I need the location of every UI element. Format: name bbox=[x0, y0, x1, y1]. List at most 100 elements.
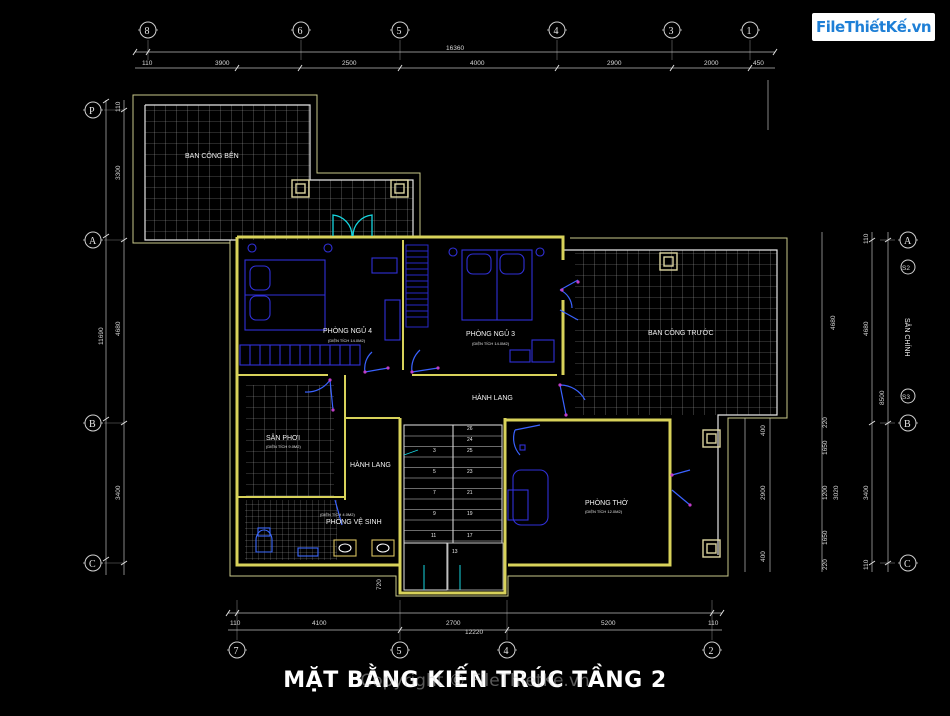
bedroom-3-furniture bbox=[448, 247, 555, 363]
level-tag: S2 bbox=[902, 265, 910, 272]
axis-label-top: 6 bbox=[298, 26, 303, 37]
front-balcony-floor bbox=[575, 250, 777, 415]
dim-bottom-seg: 110 bbox=[230, 620, 241, 627]
axis-label-bottom: 5 bbox=[397, 646, 402, 657]
axis-label-left: B bbox=[89, 419, 96, 430]
dim-left-overall: 11690 bbox=[98, 327, 105, 345]
label-san-phoi-area: (DIỆN TÍCH 9.0M2) bbox=[266, 444, 301, 449]
dim-top-overall: 16360 bbox=[446, 45, 464, 52]
dim-right-small: 3020 bbox=[833, 485, 840, 500]
axis-labels: 8 6 5 4 3 1 7 5 4 2 P A B C A B C S2 S3 bbox=[89, 26, 912, 657]
axis-label-top: 8 bbox=[145, 26, 150, 37]
columns bbox=[291, 179, 721, 558]
stair-step-number: 17 bbox=[467, 533, 473, 539]
axis-label-bottom: 7 bbox=[234, 646, 239, 657]
dim-right-seg: 3400 bbox=[863, 485, 870, 500]
axis-label-right: B bbox=[904, 419, 911, 430]
dim-right-overall: 8500 bbox=[879, 390, 886, 405]
stair-step-number: 7 bbox=[433, 490, 436, 496]
stair-step-number: 26 bbox=[467, 426, 473, 432]
dim-right-inner: 4680 bbox=[830, 315, 837, 330]
label-ban-cong-ben: BAN CÔNG BÊN bbox=[185, 151, 239, 160]
balcony-borders bbox=[144, 104, 778, 555]
dim-left-seg: 4680 bbox=[115, 321, 122, 336]
label-hanh-lang-left: HÀNH LANG bbox=[350, 460, 391, 469]
bathroom-fixtures bbox=[255, 527, 395, 557]
drying-yard-floor bbox=[246, 385, 334, 497]
door-markers bbox=[328, 280, 692, 507]
dim-right-seg: 110 bbox=[863, 233, 870, 244]
axis-label-left: A bbox=[89, 236, 97, 247]
altar-furniture bbox=[507, 444, 549, 526]
dim-right-inner: 2900 bbox=[760, 485, 767, 500]
axis-label-bottom: 4 bbox=[504, 646, 509, 657]
axis-label-top: 4 bbox=[554, 26, 559, 37]
stair-step-number: 9 bbox=[433, 511, 436, 517]
dim-small: 720 bbox=[376, 579, 383, 590]
room-labels: BAN CÔNG BÊN PHÒNG NGỦ 4 (DIỆN TÍCH 14.0… bbox=[185, 151, 912, 526]
label-phong-ngu-4-area: (DIỆN TÍCH 14.0M2) bbox=[328, 338, 366, 343]
brand-logo-text: FileThiếtKế.vn bbox=[816, 18, 932, 36]
dim-top-seg: 450 bbox=[753, 60, 764, 67]
stair-step-number: 13 bbox=[452, 549, 458, 555]
axis-label-right: A bbox=[904, 236, 912, 247]
label-phong-ngu-4: PHÒNG NGỦ 4 bbox=[323, 326, 372, 335]
label-phong-tho: PHÒNG THỜ bbox=[585, 498, 628, 507]
stair-step-number: 21 bbox=[467, 490, 473, 496]
axis-label-top: 3 bbox=[669, 26, 674, 37]
dim-top-seg: 2000 bbox=[704, 60, 719, 67]
stair-step-number: 25 bbox=[467, 448, 473, 454]
dimension-ticks bbox=[102, 48, 892, 634]
dim-bottom-seg: 4100 bbox=[312, 620, 327, 627]
copyright-watermark: Copyright © FileThietKe.vn bbox=[360, 671, 590, 691]
axis-bubble-ticks bbox=[83, 29, 918, 651]
axis-label-left: C bbox=[89, 559, 96, 570]
label-phong-ngu-3-area: (DIỆN TÍCH 14.0M2) bbox=[472, 341, 510, 346]
label-san-chinh: SÂN CHÍNH bbox=[903, 318, 912, 357]
brand-logo: FileThiếtKế.vn bbox=[812, 13, 936, 41]
axis-label-right: C bbox=[904, 559, 911, 570]
exterior-walls bbox=[235, 235, 672, 595]
dim-top-seg: 4000 bbox=[470, 60, 485, 67]
axis-label-left: P bbox=[89, 106, 95, 117]
label-san-phoi: SÂN PHƠI bbox=[266, 433, 300, 442]
dim-left-seg: 110 bbox=[115, 101, 122, 112]
dim-right-seg: 110 bbox=[863, 559, 870, 570]
label-ban-cong-truoc: BAN CÔNG TRƯỚC bbox=[648, 328, 714, 337]
stair-step-number: 11 bbox=[431, 533, 436, 539]
stair-step-number: 3 bbox=[433, 448, 436, 454]
label-hanh-lang-top: HÀNH LANG bbox=[472, 393, 513, 402]
doors bbox=[304, 279, 691, 526]
bedroom-4-furniture bbox=[239, 243, 401, 366]
dim-right-small: 220 bbox=[822, 417, 829, 428]
dim-top-seg: 2500 bbox=[342, 60, 357, 67]
stair-step-number: 19 bbox=[467, 511, 473, 517]
dim-bottom-overall: 12220 bbox=[465, 629, 483, 636]
dim-right-seg: 4680 bbox=[863, 321, 870, 336]
dim-top-seg: 3900 bbox=[215, 60, 230, 67]
label-phong-ngu-3: PHÒNG NGỦ 3 bbox=[466, 329, 515, 338]
dim-left-seg: 3300 bbox=[115, 165, 122, 180]
stair-numbers: 3 5 7 9 11 26 24 25 23 21 19 17 13 bbox=[431, 426, 473, 555]
dim-right-inner: 400 bbox=[760, 425, 767, 436]
interior-walls bbox=[237, 240, 557, 500]
axis-label-top: 1 bbox=[747, 26, 752, 37]
dim-bottom-seg: 110 bbox=[708, 620, 719, 627]
dim-right-small: 1650 bbox=[822, 530, 829, 545]
side-balcony-extension bbox=[310, 180, 413, 237]
side-balcony-floor bbox=[145, 105, 310, 240]
stair-step-number: 5 bbox=[433, 469, 436, 475]
dim-left-seg: 3400 bbox=[115, 485, 122, 500]
axis-label-top: 5 bbox=[397, 26, 402, 37]
dim-bottom-seg: 2700 bbox=[446, 620, 461, 627]
drawing-title: MẶT BẰNG KIẾN TRÚC TẦNG 2 bbox=[283, 668, 667, 693]
label-phong-tho-area: (DIỆN TÍCH 12.0M2) bbox=[585, 509, 623, 514]
level-tag: S3 bbox=[902, 394, 910, 401]
axis-label-bottom: 2 bbox=[709, 646, 714, 657]
balcony-doors bbox=[332, 214, 373, 237]
label-phong-ve-sinh: PHÒNG VỆ SINH bbox=[326, 517, 382, 526]
stair-step-number: 23 bbox=[467, 469, 473, 475]
dim-right-small: 220 bbox=[822, 559, 829, 570]
